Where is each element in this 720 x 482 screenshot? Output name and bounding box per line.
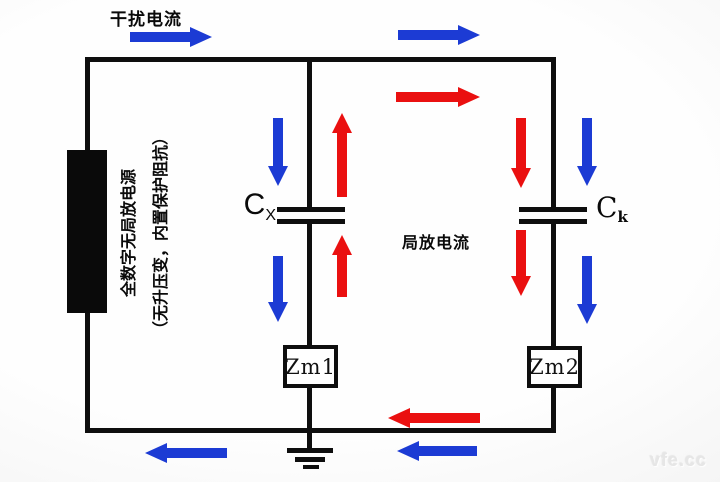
impedance-zm1-box: Zm1 [283, 345, 338, 388]
interference-current-label: 干扰电流 [110, 10, 182, 29]
wire-right-lower [551, 385, 556, 432]
interference-top-arrow-icon [398, 25, 480, 45]
interference-cx-lower-arrow-icon [268, 256, 288, 322]
arrow-shaft [337, 255, 347, 297]
power-source-label: 全数字无局放电源 （无升压变，内置保护阻抗） [114, 125, 178, 341]
interference-inflow-arrow-icon [130, 27, 212, 47]
arrow-head [268, 166, 288, 186]
power-source-symbol [67, 150, 107, 313]
pd-cx-upper-arrow-icon [332, 113, 352, 197]
wire-center-lower [307, 385, 312, 448]
cap-ck-subscript: k [617, 208, 628, 226]
watermark: vfe.cc [650, 450, 708, 470]
cap-cx-subscript: X [265, 207, 276, 224]
arrow-head [458, 25, 480, 45]
ground-bar-1 [287, 448, 333, 453]
arrow-shaft [419, 446, 477, 456]
arrow-shaft [582, 118, 592, 166]
pd-current-label: 局放电流 [402, 235, 471, 252]
arrow-head [511, 276, 531, 296]
arrow-head [397, 441, 419, 461]
power-source-label-line2: （无升压变，内置保护阻抗） [153, 129, 170, 338]
ground-bar-2 [295, 457, 325, 462]
power-source-label-line1: 全数字无局放电源 [121, 169, 138, 298]
cap-cx-plate-bottom [277, 219, 345, 224]
arrow-shaft [410, 413, 480, 423]
arrow-head [332, 113, 352, 133]
interference-ck-upper-arrow-icon [577, 118, 597, 186]
impedance-zm1-label: Zm1 [285, 354, 336, 379]
interference-bottom-left-arrow-icon [145, 443, 227, 463]
cap-ck-letter: C [596, 191, 618, 224]
pd-cx-lower-arrow-icon [332, 235, 352, 297]
arrow-shaft [273, 256, 283, 302]
arrow-shaft [130, 32, 190, 42]
arrow-shaft [337, 133, 347, 197]
cap-cx-letter: C [243, 188, 266, 221]
arrow-head [577, 304, 597, 324]
pd-top-arrow-icon [396, 87, 480, 107]
arrow-shaft [398, 30, 458, 40]
impedance-zm2-box: Zm2 [527, 346, 582, 388]
arrow-head [268, 302, 288, 322]
impedance-zm2-label: Zm2 [529, 355, 580, 379]
arrow-shaft [516, 230, 526, 276]
cap-cx-label: CX [230, 188, 276, 225]
interference-bottom-mid-arrow-icon [397, 441, 477, 461]
ground-bar-3 [303, 465, 319, 469]
interference-cx-upper-arrow-icon [268, 118, 288, 186]
arrow-shaft [582, 256, 592, 304]
wire-center-middle [307, 223, 312, 347]
cap-ck-plate-bottom [519, 219, 587, 224]
arrow-head [332, 235, 352, 255]
wire-center-upper [307, 57, 312, 209]
arrow-head [145, 443, 167, 463]
pd-ck-upper-arrow-icon [511, 118, 531, 188]
arrow-head [511, 168, 531, 188]
arrow-shaft [396, 92, 458, 102]
arrow-head [190, 27, 212, 47]
pd-bottom-arrow-icon [388, 408, 480, 428]
interference-ck-lower-arrow-icon [577, 256, 597, 324]
wire-top [86, 57, 556, 62]
cap-cx-plate-top [277, 207, 345, 212]
arrow-head [577, 166, 597, 186]
arrow-shaft [273, 118, 283, 166]
wire-bottom [85, 428, 556, 433]
cap-ck-label: Ck [596, 191, 628, 226]
pd-ck-lower-arrow-icon [511, 230, 531, 296]
arrow-shaft [516, 118, 526, 168]
arrow-shaft [167, 448, 227, 458]
arrow-head [388, 408, 410, 428]
wire-right-upper [551, 57, 556, 209]
arrow-head [458, 87, 480, 107]
wire-right-middle [551, 223, 556, 350]
cap-ck-plate-top [519, 207, 587, 212]
